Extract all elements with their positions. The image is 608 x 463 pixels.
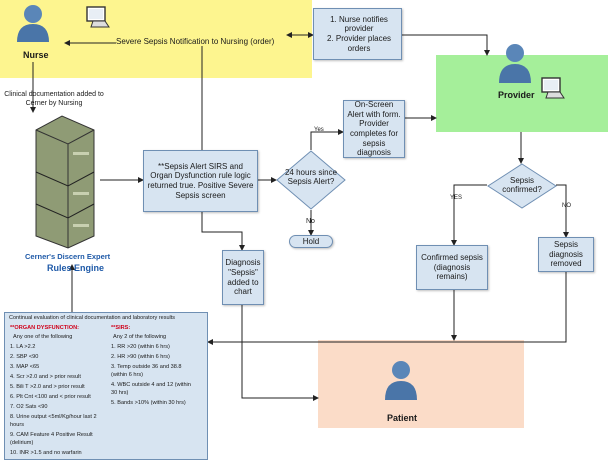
no-hold-label: No <box>306 218 315 225</box>
organ-item: 7. O2 Sats <90 <box>10 404 48 410</box>
sirs-item: (within 6 hrs) <box>111 372 144 378</box>
provider-person-icon <box>499 44 531 83</box>
notification-arrow-label: Severe Sepsis Notification to Nursing (o… <box>116 37 275 46</box>
organ-header: **ORGAN DYSFUNCTION: <box>10 325 79 331</box>
sirs-item: 1. RR >20 (within 6 hrs) <box>111 344 170 350</box>
documentation-text: Clinical documentation added to Cerner b… <box>4 91 104 107</box>
no-confirmed-label: NO <box>562 203 571 209</box>
panel-title: Continual evaluation of clinical documen… <box>9 315 176 321</box>
yes-small-label: Yes <box>314 127 324 133</box>
confirmed-sepsis-box: Confirmed sepsis (diagnosis remains) <box>416 245 488 290</box>
nurse-provider-step1: 1. Nurse notifies provider <box>330 14 388 34</box>
server-icon <box>35 115 95 249</box>
provider-label: Provider <box>498 90 535 100</box>
documentation-label: Clinical documentation added to Cerner b… <box>4 90 104 108</box>
engine-line2: Rules Engine <box>47 263 105 273</box>
organ-item: hours <box>10 422 24 428</box>
organ-item: 4. Scr >2.0 and > prior result <box>10 374 81 380</box>
provider-computer-icon <box>541 77 565 99</box>
nurse-person-icon <box>17 5 49 42</box>
organ-item: 10. INR >1.5 and no warfarin <box>10 450 82 456</box>
confirmed-decision-diamond <box>487 163 557 209</box>
diagnosis-added-box: Diagnosis "Sepsis" added to chart <box>222 250 264 305</box>
nurse-provider-box: 1. Nurse notifies provider 2. Provider p… <box>313 8 402 60</box>
hours24-decision-label: 24 hours since Sepsis Alert? <box>284 168 338 187</box>
organ-item: 8. Urine output <5ml/Kg/hour last 2 <box>10 414 97 420</box>
sirs-sub: Any 2 of the following <box>113 334 167 340</box>
patient-label: Patient <box>387 413 418 423</box>
nurse-computer-icon <box>86 6 110 28</box>
sirs-item: 5. Bands >10% (within 30 hrs) <box>111 400 186 406</box>
sepsis-removed-box: Sepsis diagnosis removed <box>538 237 594 272</box>
organ-item: 1. LA >2.2 <box>10 344 36 350</box>
nurse-provider-step2: 2. Provider places orders <box>326 34 392 53</box>
sepsis-alert-box: **Sepsis Alert SIRS and Organ Dysfunctio… <box>143 150 258 212</box>
organ-item: (delirium) <box>10 440 34 446</box>
organ-sub: Any one of the following <box>13 334 73 340</box>
organ-item: 2. SBP <90 <box>10 354 39 360</box>
sirs-item: 2. HR >90 (within 6 hrs) <box>111 354 170 360</box>
hours24-decision-diamond <box>276 150 346 210</box>
sirs-item: 30 hrs) <box>111 390 129 396</box>
patient-zone <box>318 340 524 428</box>
organ-item: 6. Plt Cnt <100 and < prior result <box>10 394 91 400</box>
sirs-item: 4. WBC outside 4 and 12 (within <box>111 382 191 388</box>
patient-person-icon <box>385 361 417 400</box>
organ-item: 5. Bili T >2.0 and > prior result <box>10 384 85 390</box>
nurse-label: Nurse <box>23 50 49 60</box>
hold-box: Hold <box>289 235 333 248</box>
organ-item: 9. CAM Feature 4 Positive Result <box>10 432 93 438</box>
yes-confirmed-label: YES <box>450 195 463 201</box>
organ-item: 3. MAP <65 <box>10 364 40 370</box>
onscreen-alert-box: On-Screen Alert with form. Provider comp… <box>343 100 405 158</box>
evaluation-panel: Continual evaluation of clinical documen… <box>4 312 208 460</box>
confirmed-decision-label: Sepsis confirmed? <box>502 176 542 195</box>
sirs-header: **SIRS: <box>111 325 131 331</box>
sirs-item: 3. Temp outside 36 and 38.8 <box>111 364 182 370</box>
engine-line1: Cerner's Discern Expert <box>25 252 111 261</box>
